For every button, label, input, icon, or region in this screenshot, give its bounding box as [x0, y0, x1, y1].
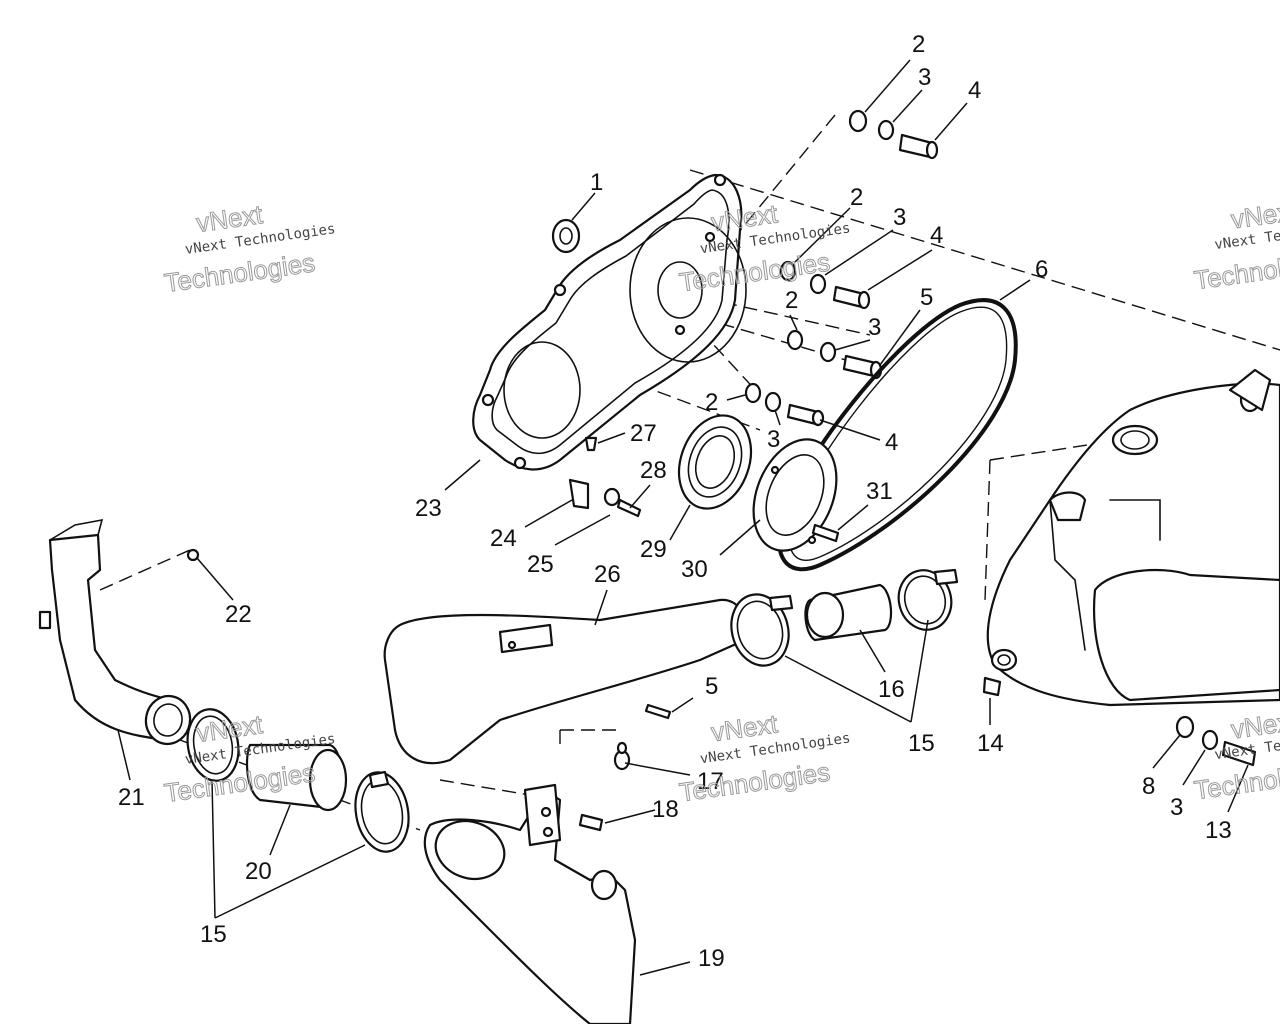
callout-28: 28: [640, 457, 667, 484]
outer-clutch-cover: [982, 368, 1280, 707]
callout-labels: 1 2 3 4 2 3 4 2 3 5 6 2 3 4 27 28 23 24 …: [118, 31, 1232, 972]
fastener-stack-top: [848, 109, 939, 160]
watermark-top-left: vNext vNext Technologies Technologies: [162, 199, 337, 299]
intake-tube-part-21: [38, 518, 200, 746]
small-bracket-parts: [568, 436, 642, 518]
callout-31: 31: [866, 478, 893, 505]
bolt-parts-lower: [578, 703, 672, 832]
watermark-bottom-center: vNext vNext Technologies Technologies: [677, 708, 852, 808]
callout-22: 22: [225, 601, 252, 628]
seal-part-29: [677, 414, 753, 510]
leader-lines: [117, 59, 1249, 976]
callout-15: 15: [200, 921, 227, 948]
callout-3: 3: [918, 64, 931, 91]
callout-27: 27: [630, 420, 657, 447]
callout-5: 5: [920, 284, 933, 311]
callout-30: 30: [681, 556, 708, 583]
callout-15: 15: [908, 730, 935, 757]
bearing-plate-part-30: [752, 438, 838, 552]
callout-17: 17: [697, 768, 724, 795]
callout-5: 5: [705, 673, 718, 700]
callout-13: 13: [1205, 817, 1232, 844]
callout-21: 21: [118, 784, 145, 811]
callout-2: 2: [705, 389, 718, 416]
clamp-and-tube-right: [730, 568, 959, 667]
callout-3: 3: [868, 314, 881, 341]
fastener-stack-3: [786, 329, 883, 380]
callout-29: 29: [640, 536, 667, 563]
callout-14: 14: [977, 730, 1004, 757]
callout-18: 18: [652, 796, 679, 823]
callout-4: 4: [930, 222, 943, 249]
inner-cover-plate-part-23: [472, 173, 747, 471]
watermark-top-right: vNext vNext Technologies Technologies: [1192, 195, 1280, 296]
callout-25: 25: [527, 551, 554, 578]
fastener-stack-lower-right: [1175, 715, 1257, 767]
callout-6: 6: [1035, 256, 1048, 283]
callout-3: 3: [767, 426, 780, 453]
airbox-part-19: [423, 783, 637, 1024]
callout-16: 16: [878, 676, 905, 703]
callout-3: 3: [1170, 794, 1183, 821]
fastener-stack-2: [779, 260, 871, 310]
screw-part-31: [811, 523, 840, 543]
svg-text:Technologies: Technologies: [1192, 755, 1280, 806]
callout-8: 8: [1142, 773, 1155, 800]
clamp-and-tube-left: [186, 708, 410, 853]
callout-2: 2: [912, 31, 925, 58]
callout-2: 2: [785, 287, 798, 314]
callout-4: 4: [968, 77, 981, 104]
watermark-bottom-right: vNext vNext Technologies Technologies: [1192, 705, 1280, 806]
fastener-stack-4: [744, 382, 825, 427]
callout-1: 1: [590, 169, 603, 196]
drive-belt-part-6: [777, 298, 1018, 572]
callout-23: 23: [415, 495, 442, 522]
callout-2: 2: [850, 184, 863, 211]
callout-20: 20: [245, 858, 272, 885]
intake-duct-part-26: [383, 598, 748, 765]
svg-text:Technologies: Technologies: [1192, 245, 1280, 296]
washer-part-1: [551, 218, 581, 254]
callout-19: 19: [698, 945, 725, 972]
callout-3: 3: [893, 204, 906, 231]
callout-24: 24: [490, 525, 517, 552]
callout-26: 26: [594, 561, 621, 588]
callout-4: 4: [885, 429, 898, 456]
